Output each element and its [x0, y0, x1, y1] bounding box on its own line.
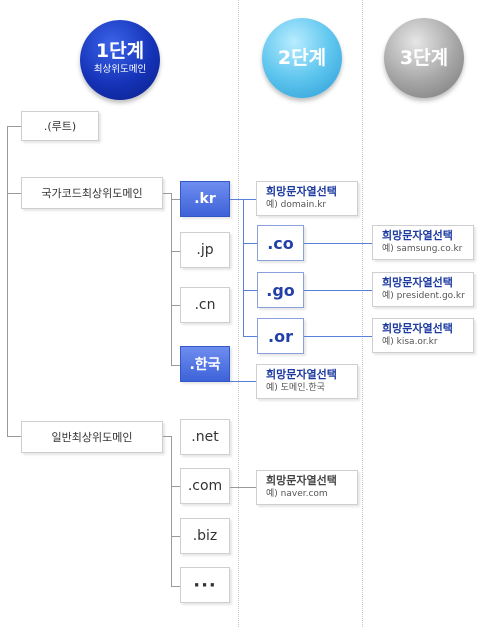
cn-branch-line	[171, 305, 180, 306]
cctld-trunk-line	[171, 193, 172, 365]
selection-box-or-title: 희망문자열선택	[382, 322, 453, 335]
tld-hangul: .한국	[180, 346, 230, 382]
co-branch-line	[243, 243, 257, 244]
tld-kr: .kr	[180, 181, 230, 217]
tld-net: .net	[180, 419, 230, 455]
selection-box-co-example: 예) samsung.co.kr	[382, 244, 463, 254]
tld-more-label: ···	[193, 574, 217, 596]
sld-go: .go	[257, 272, 304, 308]
root-node: .(루트)	[21, 111, 99, 141]
or-to-selection-line	[304, 336, 372, 337]
tld-biz-label: .biz	[192, 528, 218, 544]
kr-branch-line	[171, 199, 180, 200]
tld-com-label: .com	[187, 478, 223, 494]
sld-co: .co	[257, 225, 304, 261]
tld-cn-label: .cn	[194, 297, 216, 313]
stage-3-circle: 3단계	[384, 18, 464, 98]
com-branch-line	[171, 486, 180, 487]
selection-box-or: 희망문자열선택 예) kisa.or.kr	[372, 318, 474, 353]
selection-box-co-title: 희망문자열선택	[382, 229, 453, 242]
cctld-branch-line	[7, 193, 21, 194]
tld-kr-label: .kr	[194, 191, 216, 207]
selection-box-com-example: 예) naver.com	[266, 489, 328, 499]
tld-jp: .jp	[180, 232, 230, 268]
selection-box-com-title: 희망문자열선택	[266, 474, 337, 487]
column-divider-2	[362, 0, 363, 627]
selection-box-hangul-title: 희망문자열선택	[266, 368, 337, 381]
tld-biz: .biz	[180, 518, 230, 554]
selection-box-kr: 희망문자열선택 예) domain.kr	[256, 181, 358, 216]
sld-co-label: .co	[267, 233, 294, 253]
selection-box-hangul-example: 예) 도메인.한국	[266, 383, 325, 393]
tld-hangul-label: .한국	[189, 357, 221, 373]
gtld-branch-line	[7, 436, 21, 437]
hangul-to-selection-line	[230, 381, 256, 382]
tld-com: .com	[180, 468, 230, 504]
or-branch-line	[243, 336, 257, 337]
stage-3-label: 3단계	[399, 47, 449, 69]
sld-go-label: .go	[266, 280, 295, 300]
selection-box-kr-title: 희망문자열선택	[266, 185, 337, 198]
kr-second-level-trunk	[243, 199, 244, 336]
stage-1-circle: 1단계 최상위도메인	[80, 20, 160, 100]
go-to-selection-line	[304, 290, 372, 291]
sld-or: .or	[257, 318, 304, 354]
cctld-connector	[163, 193, 171, 194]
column-divider-1	[238, 0, 239, 627]
tld-jp-label: .jp	[196, 242, 214, 258]
more-branch-line	[171, 586, 180, 587]
selection-box-or-example: 예) kisa.or.kr	[382, 337, 438, 347]
hangul-branch-line	[171, 365, 180, 366]
tld-cn: .cn	[180, 287, 230, 323]
cctld-node: 국가코드최상위도메인	[21, 177, 163, 209]
selection-box-hangul: 희망문자열선택 예) 도메인.한국	[256, 364, 358, 399]
root-trunk-line	[7, 126, 8, 436]
selection-box-co: 희망문자열선택 예) samsung.co.kr	[372, 225, 474, 260]
gtld-connector	[163, 436, 171, 437]
sld-or-label: .or	[268, 326, 293, 346]
selection-box-go-title: 희망문자열선택	[382, 276, 453, 289]
stage-2-circle: 2단계	[262, 18, 342, 98]
selection-box-com: 희망문자열선택 예) naver.com	[256, 470, 358, 505]
tld-net-label: .net	[191, 429, 219, 445]
jp-branch-line	[171, 251, 180, 252]
cctld-node-label: 국가코드최상위도메인	[41, 187, 143, 200]
root-branch-line	[7, 126, 21, 127]
stage-1-sublabel: 최상위도메인	[93, 64, 147, 75]
biz-branch-line	[171, 536, 180, 537]
stage-1-label: 1단계	[95, 40, 145, 62]
root-node-label: .(루트)	[43, 120, 77, 133]
selection-box-go: 희망문자열선택 예) president.go.kr	[372, 272, 474, 307]
stage-2-label: 2단계	[277, 47, 327, 69]
selection-box-kr-example: 예) domain.kr	[266, 200, 327, 210]
co-to-selection-line	[304, 243, 372, 244]
gtld-trunk-line	[171, 436, 172, 586]
tld-more: ···	[180, 567, 230, 603]
go-branch-line	[243, 290, 257, 291]
gtld-node-label: 일반최상위도메인	[51, 431, 133, 444]
com-to-selection-line	[230, 487, 256, 488]
gtld-node: 일반최상위도메인	[21, 421, 163, 453]
selection-box-go-example: 예) president.go.kr	[382, 291, 465, 301]
